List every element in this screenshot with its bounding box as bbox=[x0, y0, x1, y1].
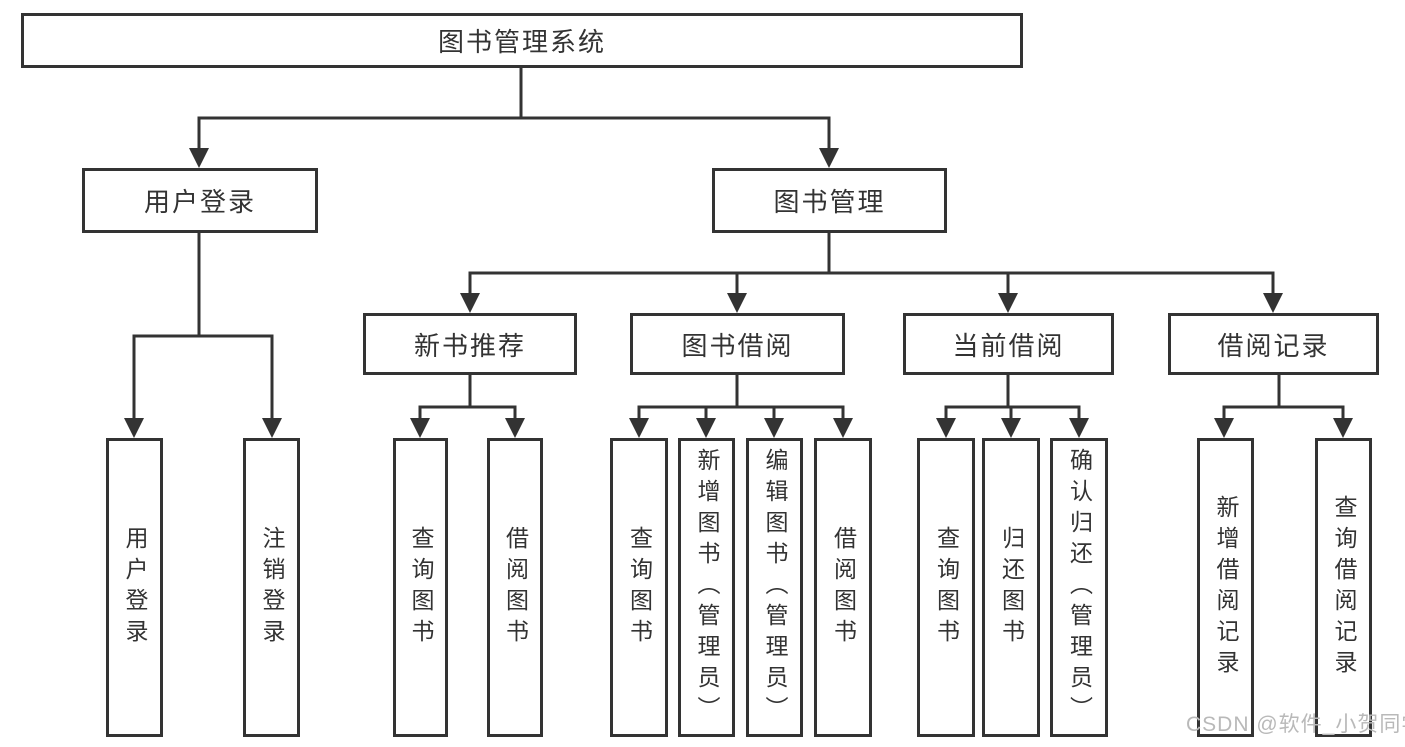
node-current-borrow: 当前借阅 bbox=[903, 313, 1114, 375]
node-book-borrow-label: 图书借阅 bbox=[681, 330, 794, 361]
leaf-query-borrow-record-label: 查询借阅记录 bbox=[1331, 494, 1357, 681]
node-root: 图书管理系统 bbox=[21, 13, 1023, 68]
leaf-add-borrow-record-label: 新增借阅记录 bbox=[1213, 494, 1239, 681]
leaf-query-books-newbooks-label: 查询图书 bbox=[408, 525, 434, 650]
node-user-login: 用户登录 bbox=[82, 168, 318, 233]
node-borrow-records: 借阅记录 bbox=[1168, 313, 1379, 375]
leaf-confirm-return-admin-label: 确认归还（管理员） bbox=[1066, 448, 1093, 727]
leaf-query-books-newbooks: 查询图书 bbox=[393, 438, 448, 737]
node-book-mgmt: 图书管理 bbox=[712, 168, 947, 233]
leaf-borrow-books-borrowing-label: 借阅图书 bbox=[830, 525, 857, 650]
node-book-mgmt-label: 图书管理 bbox=[773, 187, 886, 217]
leaf-return-book-label: 归还图书 bbox=[998, 525, 1025, 650]
leaf-logout-label: 注销登录 bbox=[259, 525, 285, 650]
leaf-query-books-borrowing-label: 查询图书 bbox=[626, 525, 653, 650]
node-borrow-records-label: 借阅记录 bbox=[1217, 330, 1330, 361]
node-root-label: 图书管理系统 bbox=[437, 27, 606, 57]
leaf-edit-book-admin: 编辑图书（管理员） bbox=[746, 438, 803, 737]
watermark: CSDN @软件_小贺同学 bbox=[1186, 713, 1405, 736]
leaf-confirm-return-admin: 确认归还（管理员） bbox=[1050, 438, 1108, 737]
connector-user-login-children bbox=[132, 233, 274, 420]
leaf-add-book-admin-label: 新增图书（管理员） bbox=[694, 448, 720, 727]
node-current-borrow-label: 当前借阅 bbox=[952, 330, 1065, 361]
connector-book-mgmt-children bbox=[468, 233, 1275, 295]
leaf-user-login: 用户登录 bbox=[106, 438, 163, 737]
leaf-edit-book-admin-label: 编辑图书（管理员） bbox=[762, 448, 788, 727]
leaf-logout: 注销登录 bbox=[243, 438, 300, 737]
leaf-query-books-current-label: 查询图书 bbox=[933, 525, 960, 650]
leaf-borrow-books-borrowing: 借阅图书 bbox=[814, 438, 872, 737]
connector-new-books-children bbox=[418, 375, 517, 420]
leaf-borrow-books-newbooks: 借阅图书 bbox=[487, 438, 543, 737]
leaf-query-books-borrowing: 查询图书 bbox=[610, 438, 668, 737]
connector-current-borrow-children bbox=[944, 375, 1081, 420]
connector-borrow-records-children bbox=[1222, 375, 1345, 420]
connector-root-to-level2 bbox=[197, 68, 831, 150]
leaf-return-book: 归还图书 bbox=[982, 438, 1040, 737]
node-user-login-label: 用户登录 bbox=[143, 187, 256, 217]
leaf-query-books-current: 查询图书 bbox=[917, 438, 975, 737]
connector-book-borrow-children bbox=[637, 375, 845, 420]
node-new-books-label: 新书推荐 bbox=[413, 330, 526, 361]
node-new-books: 新书推荐 bbox=[363, 313, 577, 375]
leaf-user-login-label: 用户登录 bbox=[122, 525, 148, 650]
node-book-borrow: 图书借阅 bbox=[630, 313, 845, 375]
leaf-add-book-admin: 新增图书（管理员） bbox=[678, 438, 735, 737]
leaf-add-borrow-record: 新增借阅记录 bbox=[1197, 438, 1254, 737]
leaf-borrow-books-newbooks-label: 借阅图书 bbox=[502, 525, 529, 650]
leaf-query-borrow-record: 查询借阅记录 bbox=[1315, 438, 1372, 737]
